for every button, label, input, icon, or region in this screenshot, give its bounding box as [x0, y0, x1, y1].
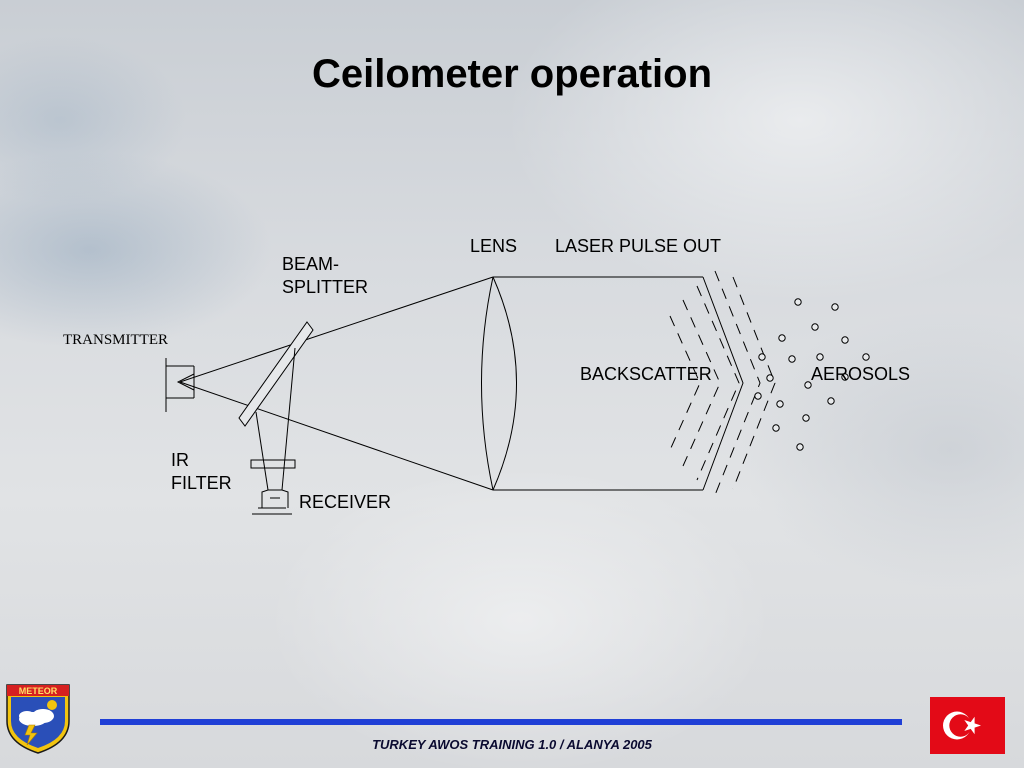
return-beam	[255, 347, 296, 491]
aerosol-particle	[816, 353, 824, 361]
aerosol-particle	[766, 374, 774, 382]
aerosol-particle	[804, 381, 812, 389]
aerosol-particle	[794, 298, 802, 306]
aerosol-particle	[754, 392, 762, 400]
footer-text: TURKEY AWOS TRAINING 1.0 / ALANYA 2005	[372, 737, 652, 752]
aerosol-particle	[841, 336, 849, 344]
aerosol-particle	[788, 355, 796, 363]
beam-splitter-label-line1: BEAM-	[282, 254, 339, 274]
receiver-label: RECEIVER	[299, 492, 391, 512]
aerosol-particles	[754, 298, 870, 451]
aerosol-particle	[778, 334, 786, 342]
footer-rule	[100, 719, 902, 725]
aerosols-label: AEROSOLS	[811, 364, 910, 384]
ir-filter	[250, 459, 296, 469]
backscatter-label: BACKSCATTER	[580, 364, 712, 384]
lens	[481, 276, 517, 491]
transmitter-label: TRANSMITTER	[63, 332, 168, 348]
turkey-flag-icon	[930, 697, 1005, 754]
aerosol-particle	[802, 414, 810, 422]
outgoing-beam	[179, 276, 494, 491]
aerosol-particle	[796, 443, 804, 451]
transmitter-symbol	[165, 358, 195, 412]
beam-splitter	[238, 321, 314, 427]
meteor-logo: METEOR	[6, 684, 70, 754]
ir-filter-label-line1: IR	[171, 450, 189, 470]
laser-pulse-out-label: LASER PULSE OUT	[555, 236, 721, 256]
aerosol-particle	[811, 323, 819, 331]
aerosol-particle	[772, 424, 780, 432]
aerosol-particle	[776, 400, 784, 408]
beam-splitter-label-line2: SPLITTER	[282, 277, 368, 297]
receiver-symbol	[252, 489, 292, 515]
aerosol-particle	[831, 303, 839, 311]
laser-pulse	[493, 276, 744, 491]
aerosol-particle	[758, 353, 766, 361]
slide-title: Ceilometer operation	[311, 52, 713, 96]
ir-filter-label-line2: FILTER	[171, 473, 232, 493]
aerosol-particle	[827, 397, 835, 405]
aerosol-particle	[862, 353, 870, 361]
backscatter-waves	[669, 270, 776, 496]
aerosol-particle	[841, 373, 849, 381]
logo-text: METEOR	[19, 686, 58, 696]
lens-label: LENS	[470, 236, 517, 256]
